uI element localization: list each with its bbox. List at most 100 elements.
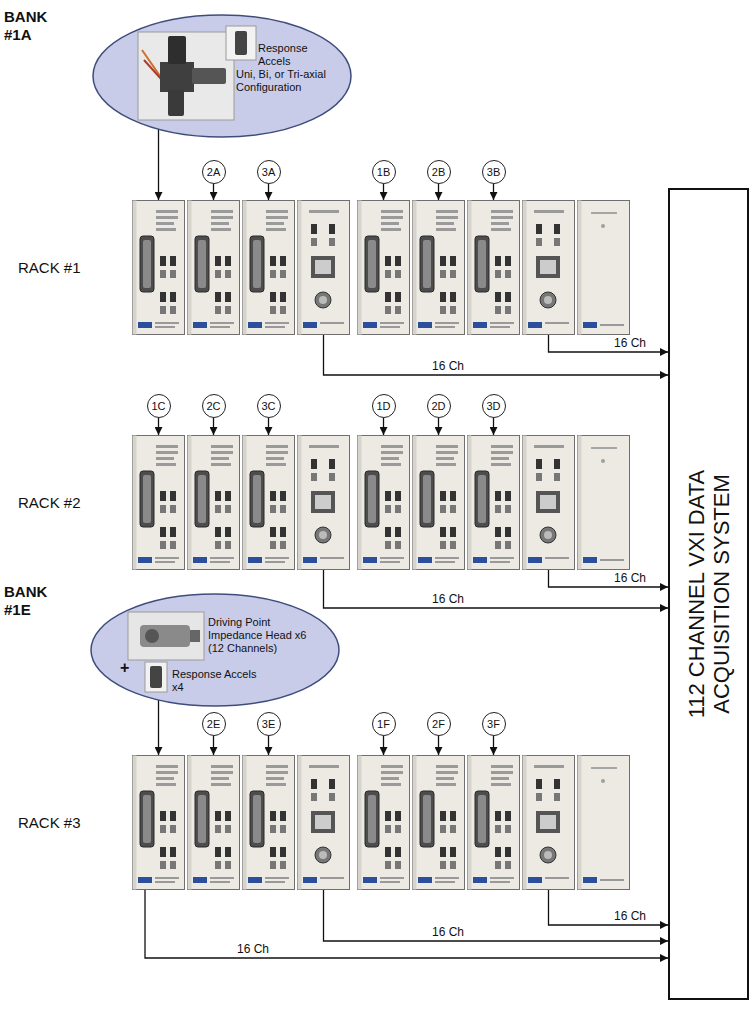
- callout-circle: 2A: [202, 160, 226, 184]
- triaxial-sensor: [192, 68, 226, 84]
- signal-arrow: [213, 184, 214, 200]
- callout-circle: 1C: [147, 394, 171, 418]
- rack-label: RACK #1: [18, 259, 118, 277]
- plus-sign: +: [120, 658, 134, 677]
- signal-arrow: [158, 418, 159, 435]
- rack-label: RACK #2: [18, 494, 118, 512]
- interface-module: [298, 201, 350, 335]
- conditioner-module: [413, 756, 465, 890]
- bank-ellipse: [93, 15, 351, 137]
- power-module: [578, 436, 630, 570]
- callout-number: 3C: [261, 401, 275, 412]
- impedance-stud: [145, 629, 159, 643]
- callout-circle: 3F: [482, 712, 506, 736]
- signal-arrow: [383, 418, 384, 435]
- uniaxial-accel: [235, 31, 247, 55]
- signal-arrow: [158, 700, 159, 755]
- callout-circle: 3D: [482, 394, 506, 418]
- conditioner-module: [133, 756, 185, 890]
- callout-number: 2D: [431, 401, 445, 412]
- sensor-cable: [142, 50, 160, 76]
- callout-circle: 3A: [257, 160, 281, 184]
- callout-circle: 2D: [427, 394, 451, 418]
- callout-circle: 2C: [202, 394, 226, 418]
- signal-arrow: [268, 736, 269, 755]
- photo-frame: [145, 662, 167, 692]
- sensor-text: Response Accels x4: [172, 668, 260, 694]
- callout-number: 2A: [207, 167, 220, 178]
- signal-arrow: [493, 418, 494, 435]
- channel-count: 16 Ch: [430, 925, 466, 939]
- callout-number: 3D: [486, 401, 500, 412]
- callout-circle: 1F: [372, 712, 396, 736]
- conditioner-module: [358, 436, 410, 570]
- callout-number: 2F: [432, 719, 445, 730]
- photo-frame: [128, 612, 204, 660]
- channel-count: 16 Ch: [612, 336, 648, 350]
- conditioner-module: [468, 756, 520, 890]
- impedance-connector: [190, 630, 200, 642]
- power-module: [578, 201, 630, 335]
- signal-arrow: [549, 570, 669, 587]
- signal-arrow: [438, 184, 439, 200]
- callout-number: 1C: [151, 401, 165, 412]
- callout-number: 1D: [376, 401, 390, 412]
- conditioner-module: [243, 436, 295, 570]
- callout-number: 3F: [487, 719, 500, 730]
- interface-module: [523, 201, 575, 335]
- signal-arrow: [158, 129, 159, 200]
- conditioner-module: [413, 436, 465, 570]
- callout-number: 2C: [206, 401, 220, 412]
- sensor-text: Response Accels: [258, 42, 336, 68]
- sensor-cable: [144, 60, 162, 80]
- signal-arrow: [493, 736, 494, 755]
- callout-circle: 1D: [372, 394, 396, 418]
- callout-number: 2E: [207, 719, 220, 730]
- callout-circle: 2F: [427, 712, 451, 736]
- conditioner-module: [468, 201, 520, 335]
- bank-label: BANK #1A: [4, 8, 60, 44]
- conditioner-module: [243, 201, 295, 335]
- callout-circle: 3C: [257, 394, 281, 418]
- interface-module: [298, 436, 350, 570]
- triaxial-cube: [160, 62, 194, 92]
- callout-number: 3E: [262, 719, 275, 730]
- conditioner-module: [188, 436, 240, 570]
- photo-frame: [138, 32, 234, 120]
- signal-rack: RACK #1: [130, 200, 632, 335]
- daq-title: 112 CHANNEL VXI DATA ACQUISITION SYSTEM: [683, 414, 734, 774]
- bank-ellipse: [91, 594, 339, 706]
- channel-count: 16 Ch: [430, 592, 466, 606]
- signal-rack: RACK #3: [130, 755, 632, 890]
- conditioner-module: [243, 756, 295, 890]
- callout-circle: 3E: [257, 712, 281, 736]
- signal-arrow: [438, 736, 439, 755]
- signal-arrow: [383, 184, 384, 200]
- signal-arrow: [324, 335, 669, 375]
- conditioner-module: [468, 436, 520, 570]
- interface-module: [298, 756, 350, 890]
- daq-box: 112 CHANNEL VXI DATA ACQUISITION SYSTEM: [668, 188, 749, 1000]
- sensor-text: Driving Point Impedance Head x6 (12 Chan…: [208, 616, 320, 656]
- callout-number: 3B: [487, 167, 500, 178]
- conditioner-module: [133, 201, 185, 335]
- channel-count: 16 Ch: [612, 571, 648, 585]
- signal-arrow: [383, 736, 384, 755]
- callout-number: 1F: [377, 719, 390, 730]
- signal-arrow: [268, 418, 269, 435]
- signal-arrow: [493, 184, 494, 200]
- callout-circle: 2B: [427, 160, 451, 184]
- callout-number: 2B: [432, 167, 445, 178]
- conditioner-module: [188, 201, 240, 335]
- callout-circle: 2E: [202, 712, 226, 736]
- signal-arrow: [549, 335, 669, 352]
- signal-arrow: [438, 418, 439, 435]
- callout-number: 3A: [262, 167, 275, 178]
- interface-module: [523, 756, 575, 890]
- callout-circle: 3B: [482, 160, 506, 184]
- conditioner-module: [133, 436, 185, 570]
- conditioner-module: [358, 201, 410, 335]
- signal-arrow: [549, 890, 669, 925]
